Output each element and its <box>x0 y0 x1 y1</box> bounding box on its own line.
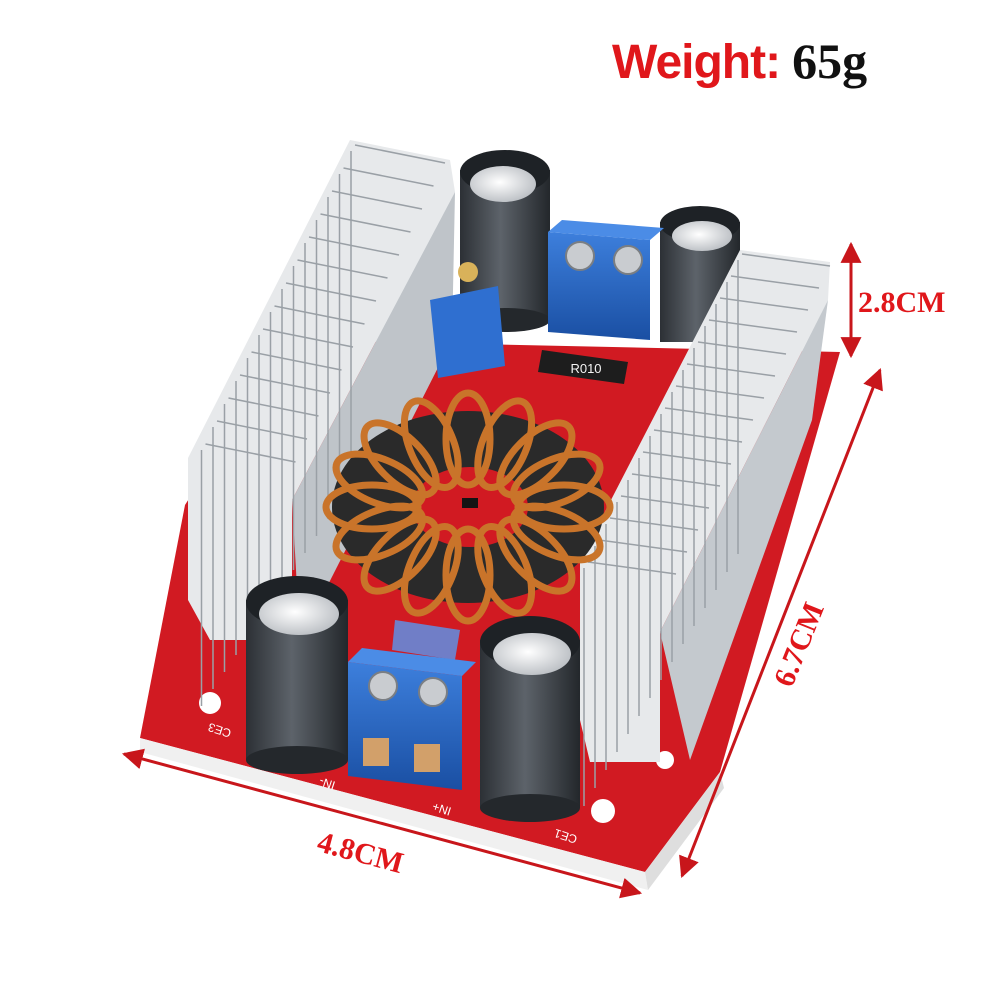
copper-winding <box>509 502 604 564</box>
sense-resistor: R010 <box>538 350 628 384</box>
height-label: 2.8CM <box>858 286 945 319</box>
left-heatsink <box>188 140 455 706</box>
copper-winding <box>360 515 440 595</box>
terminal-clamp <box>414 744 440 772</box>
weight-value: 65g <box>792 33 868 89</box>
heatsink-fin <box>251 351 342 371</box>
screw-icon <box>565 241 595 271</box>
fuse <box>392 620 460 660</box>
heatsink-fin <box>228 397 319 417</box>
width-arrow <box>121 748 643 899</box>
heatsink-fin <box>730 275 820 289</box>
weight-label: Weight: <box>612 36 781 89</box>
heatsink-fin <box>741 253 831 267</box>
copper-winding <box>496 419 576 499</box>
heatsink-fin <box>598 539 688 553</box>
capacitor-bottom-right: CE1 <box>480 616 580 846</box>
copper-winding <box>442 389 494 489</box>
heatsink-fin <box>274 305 365 325</box>
heatsink-fin <box>216 420 308 440</box>
heatsink-fin <box>262 328 354 348</box>
copper-winding <box>474 397 536 492</box>
heatsink-fin <box>285 282 377 302</box>
copper-winding <box>400 397 462 492</box>
heatsink-fin <box>697 341 787 355</box>
length-arrow <box>679 368 883 878</box>
copper-winding <box>332 502 427 564</box>
width-label: 4.8CM <box>314 826 407 881</box>
copper-winding <box>509 450 604 512</box>
copper-winding <box>332 450 427 512</box>
copper-winding <box>474 522 536 617</box>
heatsink-fin <box>331 190 423 210</box>
copper-winding <box>442 525 494 625</box>
output-terminal-block <box>548 220 664 340</box>
heatsink-fin <box>343 167 434 187</box>
mount-hole <box>591 799 615 823</box>
ic-chip <box>462 498 478 508</box>
length-label: 6.7CM <box>768 598 831 691</box>
copper-winding <box>360 419 440 499</box>
resistor-code-label: R010 <box>570 361 601 376</box>
screw-icon <box>418 677 448 707</box>
copper-winding <box>400 522 462 617</box>
heatsink-fin <box>205 443 296 463</box>
heatsink-fin <box>297 259 388 279</box>
mount-hole <box>656 751 674 769</box>
heatsink-fin <box>719 297 809 311</box>
trimpot <box>430 262 505 378</box>
heatsink-fin <box>308 236 400 256</box>
heatsink-fin <box>587 561 677 575</box>
weight-caption: Weight: 65g <box>612 32 867 102</box>
heatsink-fin <box>239 374 331 394</box>
capacitor-bottom-left: CE3 <box>206 576 348 774</box>
terminal-clamp <box>363 738 389 766</box>
mount-hole <box>199 692 221 714</box>
heatsink-fin <box>354 144 446 164</box>
screw-icon <box>613 245 643 275</box>
screw-icon <box>368 671 398 701</box>
cap-left-label: CE3 <box>206 720 233 741</box>
dimension-height: 2.8CM <box>840 241 945 359</box>
copper-winding <box>496 515 576 595</box>
heatsink-fin <box>708 319 798 333</box>
toroid-inductor <box>322 389 614 625</box>
heatsink-fin <box>320 213 411 233</box>
